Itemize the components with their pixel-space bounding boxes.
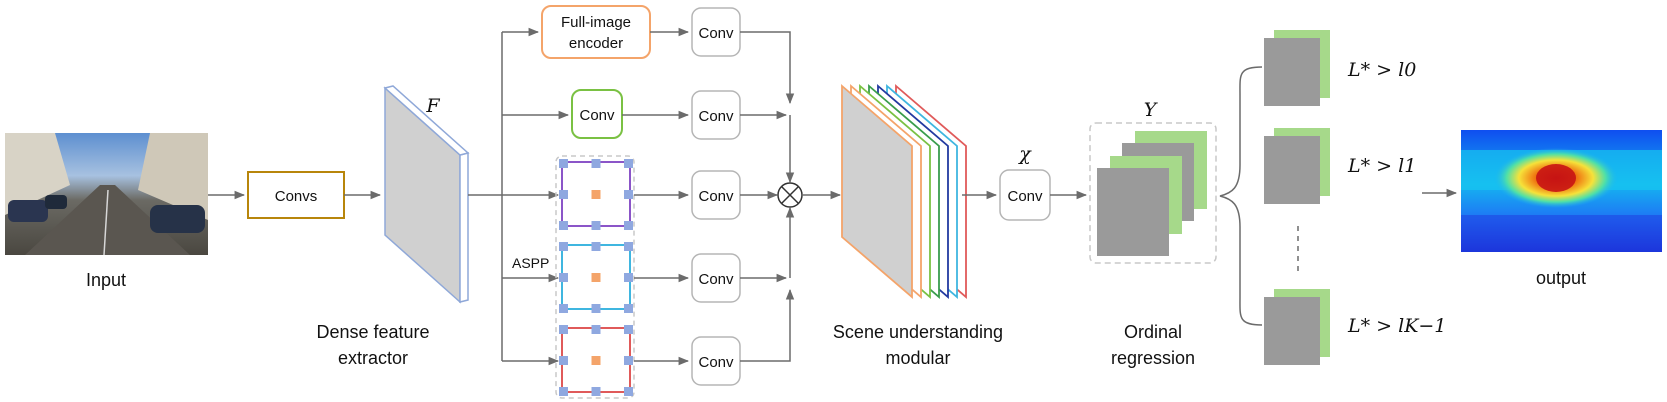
aspp-module-red [559,325,633,396]
conv-label-final: Conv [1007,188,1043,205]
dense-feature-label-line1: Dense feature [316,322,429,342]
product-cross-2 [780,185,800,205]
aspp-module-purple [559,159,633,230]
scene-label-line1: Scene understanding [833,322,1003,342]
conv-green-label: Conv [579,107,615,124]
scene-label-line2: modular [885,348,950,368]
chi-symbol: χ [1017,143,1032,165]
conv-label-1: Conv [698,25,734,42]
conv-green-box [571,89,623,139]
convs-label: Convs [275,188,318,205]
aspp-label: ASPP [512,255,549,271]
threshold-block-k-gray [1264,297,1320,365]
brace [1219,66,1263,326]
merge-line-top-1 [740,31,795,105]
full-image-label-line1: Full-image [561,14,631,31]
threshold-block-1-gray [1264,136,1320,204]
conv-label-2: Conv [698,108,734,125]
output-depth-map [1461,130,1662,252]
threshold-label-1: L* > l1 [1347,155,1416,177]
conv-label-4: Conv [698,271,734,288]
threshold-block-0-gray [1264,38,1320,106]
ordinal-label-line1: Ordinal [1124,322,1182,342]
feature-map [383,85,470,304]
conv-label-3: Conv [698,188,734,205]
input-image [5,133,208,256]
aspp-module-cyan [559,242,633,313]
ordinal-gray-front [1097,168,1169,256]
output-label: output [1536,268,1586,288]
convs-box [247,171,345,219]
merge-line-bottom-5 [740,288,795,362]
aspp-dashed-group [555,155,635,399]
feature-symbol: F [425,95,440,117]
scene-layer-0 [841,84,913,299]
threshold-label-k: L* > lK−1 [1347,315,1446,337]
ordinal-label-line2: regression [1111,348,1195,368]
threshold-label-0: L* > l0 [1347,59,1416,81]
conv-label-5: Conv [698,354,734,371]
full-image-label-line2: encoder [569,35,623,52]
dense-feature-label-line2: extractor [338,348,408,368]
y-symbol: Y [1144,99,1159,121]
scene-understanding-stack [841,84,967,299]
input-label: Input [86,270,126,290]
